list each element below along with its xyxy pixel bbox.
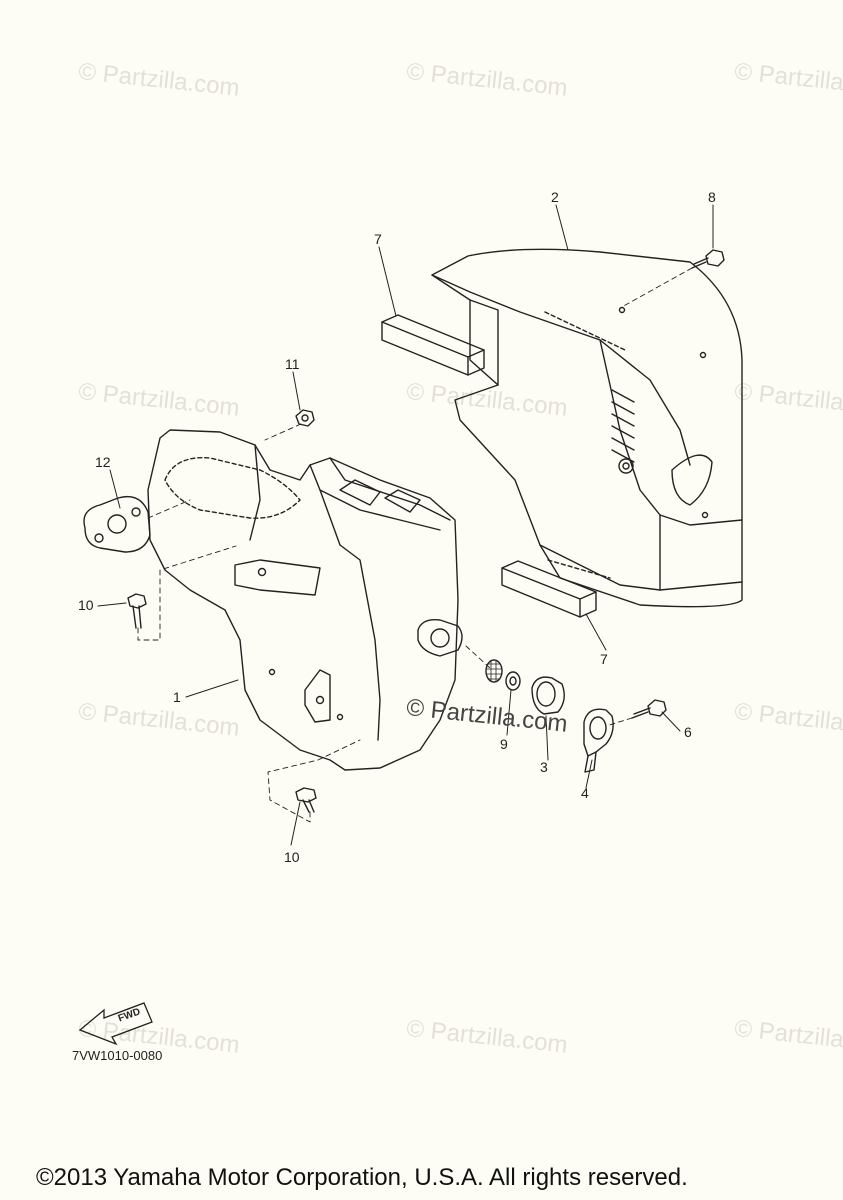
muffler-cover-part-2	[431, 248, 743, 608]
callout-1: 1	[173, 689, 181, 705]
callout-6: 6	[684, 724, 692, 740]
callout-10-upper: 10	[78, 597, 94, 613]
muffler-body-part-1	[147, 429, 463, 771]
leader-lines	[97, 204, 714, 846]
callout-3: 3	[540, 759, 548, 775]
bolt-part-10-upper	[127, 593, 147, 629]
callout-2: 2	[551, 189, 559, 205]
clamp-part-4	[583, 708, 614, 773]
callout-7-lower: 7	[600, 651, 608, 667]
screen-part-5	[485, 659, 503, 683]
bolt-part-10-lower	[295, 787, 317, 813]
callout-8: 8	[708, 189, 716, 205]
callout-7-upper: 7	[374, 231, 382, 247]
pad-part-7-upper	[381, 314, 485, 376]
bolt-part-6	[631, 699, 667, 719]
callout-9: 9	[500, 736, 508, 752]
callout-12: 12	[95, 454, 111, 470]
gasket-part-12	[83, 495, 151, 553]
callout-4: 4	[581, 785, 589, 801]
bolt-part-8	[691, 249, 725, 269]
cap-part-3	[531, 676, 565, 715]
fwd-arrow-icon	[78, 1002, 153, 1046]
alignment-lines	[137, 267, 693, 823]
callout-10-lower: 10	[284, 849, 300, 865]
nut-part-11	[295, 409, 315, 427]
washer-part-9	[505, 671, 521, 691]
drawing-code: 7VW1010-0080	[72, 1048, 163, 1063]
pad-part-7-lower	[501, 560, 597, 618]
callout-11: 11	[285, 356, 300, 372]
copyright-notice: ©2013 Yamaha Motor Corporation, U.S.A. A…	[36, 1164, 688, 1191]
